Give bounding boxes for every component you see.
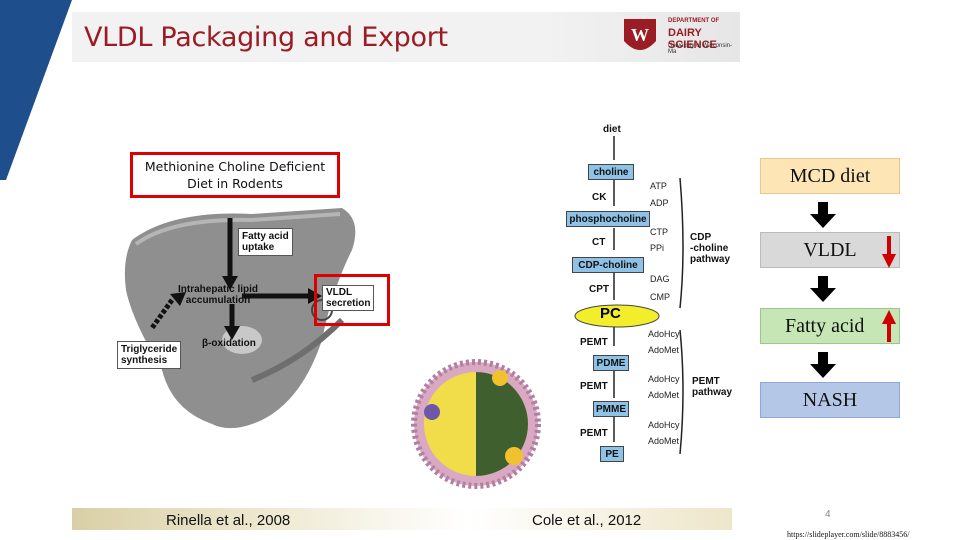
beta-oxidation-label: β-oxidation: [202, 338, 256, 349]
vldl-box: VLDL: [760, 232, 900, 268]
pemt2-label: PEMT: [580, 381, 608, 392]
mcd-diet-label: Methionine Choline Deficient Diet in Rod…: [130, 152, 340, 198]
fatty-acid-uptake-label: Fatty acid uptake: [238, 228, 293, 256]
fatty-acid-box: Fatty acid: [760, 308, 900, 344]
adp-label: ADP: [650, 198, 669, 208]
cdp-choline-box: CDP-choline: [572, 257, 644, 273]
pdme-box: PDME: [593, 355, 629, 371]
ppi-label: PPi: [650, 243, 665, 253]
fatty-acid-up-red-arrow: [882, 310, 896, 342]
ctp-label: CTP: [650, 227, 668, 237]
vldl-down-red-arrow: [882, 236, 896, 268]
adomet2-label: AdoMet: [648, 390, 680, 400]
vldl-label: VLDL: [803, 238, 857, 261]
atp-label: ATP: [650, 181, 667, 191]
source-url[interactable]: https://slideplayer.com/slide/8883456/: [787, 530, 910, 539]
citation-cole: Cole et al., 2012: [532, 512, 642, 529]
pmme-box: PMME: [593, 401, 629, 417]
down-arrow-3: [810, 352, 836, 378]
diet-label: diet: [603, 124, 621, 135]
pc-label: PC: [600, 305, 621, 322]
department-logo: W DEPARTMENT OF DAIRY SCIENCE University…: [612, 14, 740, 60]
logo-line2: DAIRY SCIENCE: [668, 27, 717, 51]
mcd-diet-box: MCD diet: [760, 158, 900, 194]
ct-label: CT: [592, 237, 606, 248]
cmp-label: CMP: [650, 292, 670, 302]
dag-label: DAG: [650, 274, 670, 284]
cpt-label: CPT: [589, 284, 609, 295]
pemt1-label: PEMT: [580, 337, 608, 348]
choline-box: choline: [588, 164, 634, 180]
pemt-pathway-label: PEMT pathway: [692, 376, 733, 398]
pemt3-label: PEMT: [580, 428, 608, 439]
adomet1-label: AdoMet: [648, 345, 680, 355]
adohcy2-label: AdoHcy: [648, 374, 680, 384]
page-number: 4: [825, 509, 831, 520]
nash-box: NASH: [760, 382, 900, 418]
intrahepatic-label: Intrahepatic lipid accumulation: [178, 284, 259, 306]
corner-stripe: [0, 0, 72, 180]
pathway-arrows: [574, 136, 684, 455]
ck-label: CK: [592, 192, 607, 203]
triglyceride-label: Triglyceride synthesis: [117, 341, 182, 369]
adomet3-label: AdoMet: [648, 436, 680, 446]
citation-rinella: Rinella et al., 2008: [166, 512, 291, 529]
fatty-acid-label: Fatty acid: [785, 314, 865, 337]
cdp-pathway-label: CDP -choline pathway: [690, 232, 731, 265]
down-arrow-2: [810, 276, 836, 302]
vldl-secretion-label: VLDL secretion: [322, 285, 375, 311]
vldl-highlight-box: [314, 274, 390, 326]
svg-text:W: W: [631, 25, 649, 45]
down-arrow-1: [810, 202, 836, 228]
vldl-particle-illustration: [411, 359, 541, 489]
logo-line1: DEPARTMENT OF: [668, 18, 720, 24]
citation-band: [72, 508, 732, 530]
adohcy3-label: AdoHcy: [648, 420, 680, 430]
slide-title: VLDL Packaging and Export: [84, 22, 448, 53]
adohcy1-label: AdoHcy: [648, 329, 680, 339]
logo-line3: University of Wisconsin-Ma: [668, 43, 733, 55]
cow-crest-icon: W: [624, 19, 656, 50]
pe-box: PE: [600, 446, 624, 462]
phosphocholine-box: phosphocholine: [566, 211, 650, 227]
